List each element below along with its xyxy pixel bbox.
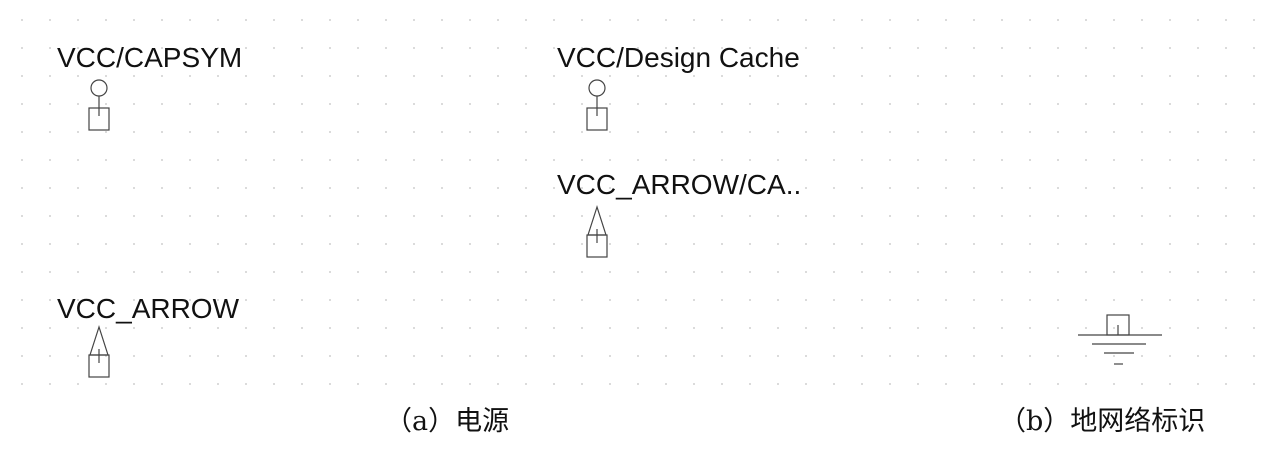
ground-icon[interactable] bbox=[1074, 308, 1166, 370]
vcc-arrow-label: VCC_ARROW bbox=[57, 293, 240, 324]
circle-power-icon[interactable] bbox=[84, 78, 114, 134]
vcc-arrow-ca-label: VCC_ARROW/CA.. bbox=[557, 169, 802, 200]
caption-b: （b）地网络标识 bbox=[999, 406, 1206, 437]
vcc-capsym-label: VCC/CAPSYM bbox=[57, 42, 243, 73]
caption-a: （a）电源 bbox=[385, 406, 510, 437]
arrow-power-icon[interactable] bbox=[84, 325, 114, 381]
vcc-design-cache-label: VCC/Design Cache bbox=[557, 42, 800, 73]
schematic-grid bbox=[0, 0, 1279, 395]
circle-power-icon[interactable] bbox=[582, 78, 612, 134]
arrow-power-icon[interactable] bbox=[582, 205, 612, 261]
